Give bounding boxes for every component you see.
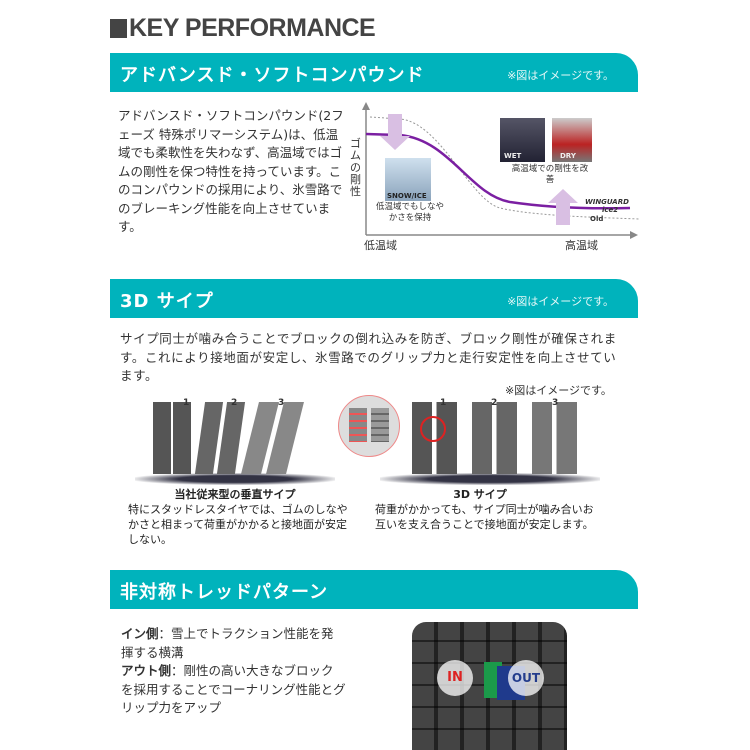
- block: [153, 402, 171, 474]
- high-temp-caption: 高温域での剛性を改善: [511, 164, 589, 185]
- down-arrow-icon: [380, 114, 410, 150]
- up-arrow-icon: [548, 189, 578, 225]
- tire-tread-photo: IN OUT: [412, 622, 567, 750]
- image-note: ※図はイメージです。: [505, 384, 612, 397]
- dry-badge: DRY: [560, 152, 576, 160]
- sipe-closeup-left: [349, 408, 367, 442]
- page-title-text: KEY PERFORMANCE: [129, 14, 376, 42]
- section-heading: 3D サイプ: [120, 291, 214, 312]
- in-badge: IN: [437, 660, 473, 696]
- vertical-sipe-caption: 当社従来型の垂直サイプ: [174, 488, 296, 501]
- 3d-sipe-caption: 3D サイプ: [453, 488, 507, 501]
- snow-ice-badge: SNOW/ICE: [387, 192, 427, 200]
- step-number: 2: [231, 398, 238, 408]
- old-label: Old: [590, 215, 604, 223]
- page-title: KEY PERFORMANCE: [110, 14, 376, 43]
- wet-photo: WET: [500, 118, 545, 162]
- section-header-3d-sipe: 3D サイプ ※図はイメージです。: [110, 279, 638, 318]
- sipe-closeup-circle: [338, 395, 400, 457]
- in-side-text: ：雪上でトラクション性能を発揮する横溝: [121, 626, 334, 660]
- section-heading: 非対称トレッドパターン: [120, 582, 329, 603]
- out-side-text: ：剛性の高い大きなブロックを採用することでコーナリング性能とグリップ力をアップ: [121, 663, 346, 715]
- square-bullet-icon: [110, 19, 127, 38]
- compound-description: アドバンスド・ソフトコンパウンド(2フェーズ 特殊ポリマーシステム)は、低温域で…: [118, 108, 344, 234]
- step-number: 2: [491, 398, 498, 408]
- section-heading: アドバンスド・ソフトコンパウンド: [120, 65, 425, 86]
- ground: [135, 473, 335, 485]
- image-note: ※図はイメージです。: [507, 295, 614, 308]
- sipe-closeup-right: [371, 408, 389, 442]
- step-number: 3: [552, 398, 559, 408]
- stiffness-graph: ゴムの剛性 低温域 高温域 SNOW/ICE 低温域でもしなやかさを保持 WET…: [340, 100, 641, 260]
- wet-badge: WET: [504, 152, 522, 160]
- y-axis-label: ゴムの剛性: [350, 137, 361, 198]
- snow-ice-photo: SNOW/ICE: [385, 158, 431, 201]
- step-number: 3: [278, 398, 285, 408]
- out-side-label: アウト側: [121, 663, 172, 678]
- snow-caption: 低温域でもしなやかさを保持: [375, 202, 444, 223]
- 3d-sipe-text: 荷重がかかっても、サイプ同士が噛み合いお互いを支え合うことで接地面が安定します。: [375, 503, 594, 531]
- new-curve: [365, 132, 631, 210]
- y-axis-arrow-icon: [362, 102, 370, 110]
- image-note: ※図はイメージです。: [507, 69, 614, 82]
- section-header-compound: アドバンスド・ソフトコンパウンド ※図はイメージです。: [110, 53, 638, 92]
- vertical-sipe-text: 特にスタッドレスタイヤでは、ゴムのしなやかさと相まって荷重がかかると接地面が安定…: [128, 503, 348, 546]
- block: [173, 402, 191, 474]
- block-pair: [532, 402, 577, 474]
- highlight-circle: [420, 416, 446, 442]
- section-header-asymmetric: 非対称トレッドパターン: [110, 570, 638, 609]
- step-number: 1: [183, 398, 190, 408]
- graph-svg: [362, 102, 641, 239]
- dry-photo: DRY: [552, 118, 592, 162]
- 3d-sipe-illustration: 1 2 3: [380, 398, 600, 490]
- ice2-label: ice2: [602, 206, 619, 214]
- asymmetric-description: イン側：雪上でトラクション性能を発揮する横溝 アウト側：剛性の高い大きなブロック…: [121, 625, 346, 718]
- step-number: 1: [440, 398, 447, 408]
- out-badge: OUT: [508, 660, 544, 696]
- ground: [380, 473, 600, 485]
- winguard-label: WINGUARD: [585, 198, 629, 206]
- block-pair: [472, 402, 517, 474]
- x-axis-low-label: 低温域: [364, 239, 397, 252]
- in-side-label: イン側: [121, 626, 159, 641]
- vertical-sipe-illustration: 1 2 3: [135, 398, 335, 490]
- x-axis-arrow-icon: [630, 231, 638, 239]
- sipe-description: サイプ同士が噛み合うことでブロックの倒れ込みを防ぎ、ブロック剛性が確保されます。…: [120, 331, 617, 383]
- x-axis-high-label: 高温域: [565, 239, 598, 252]
